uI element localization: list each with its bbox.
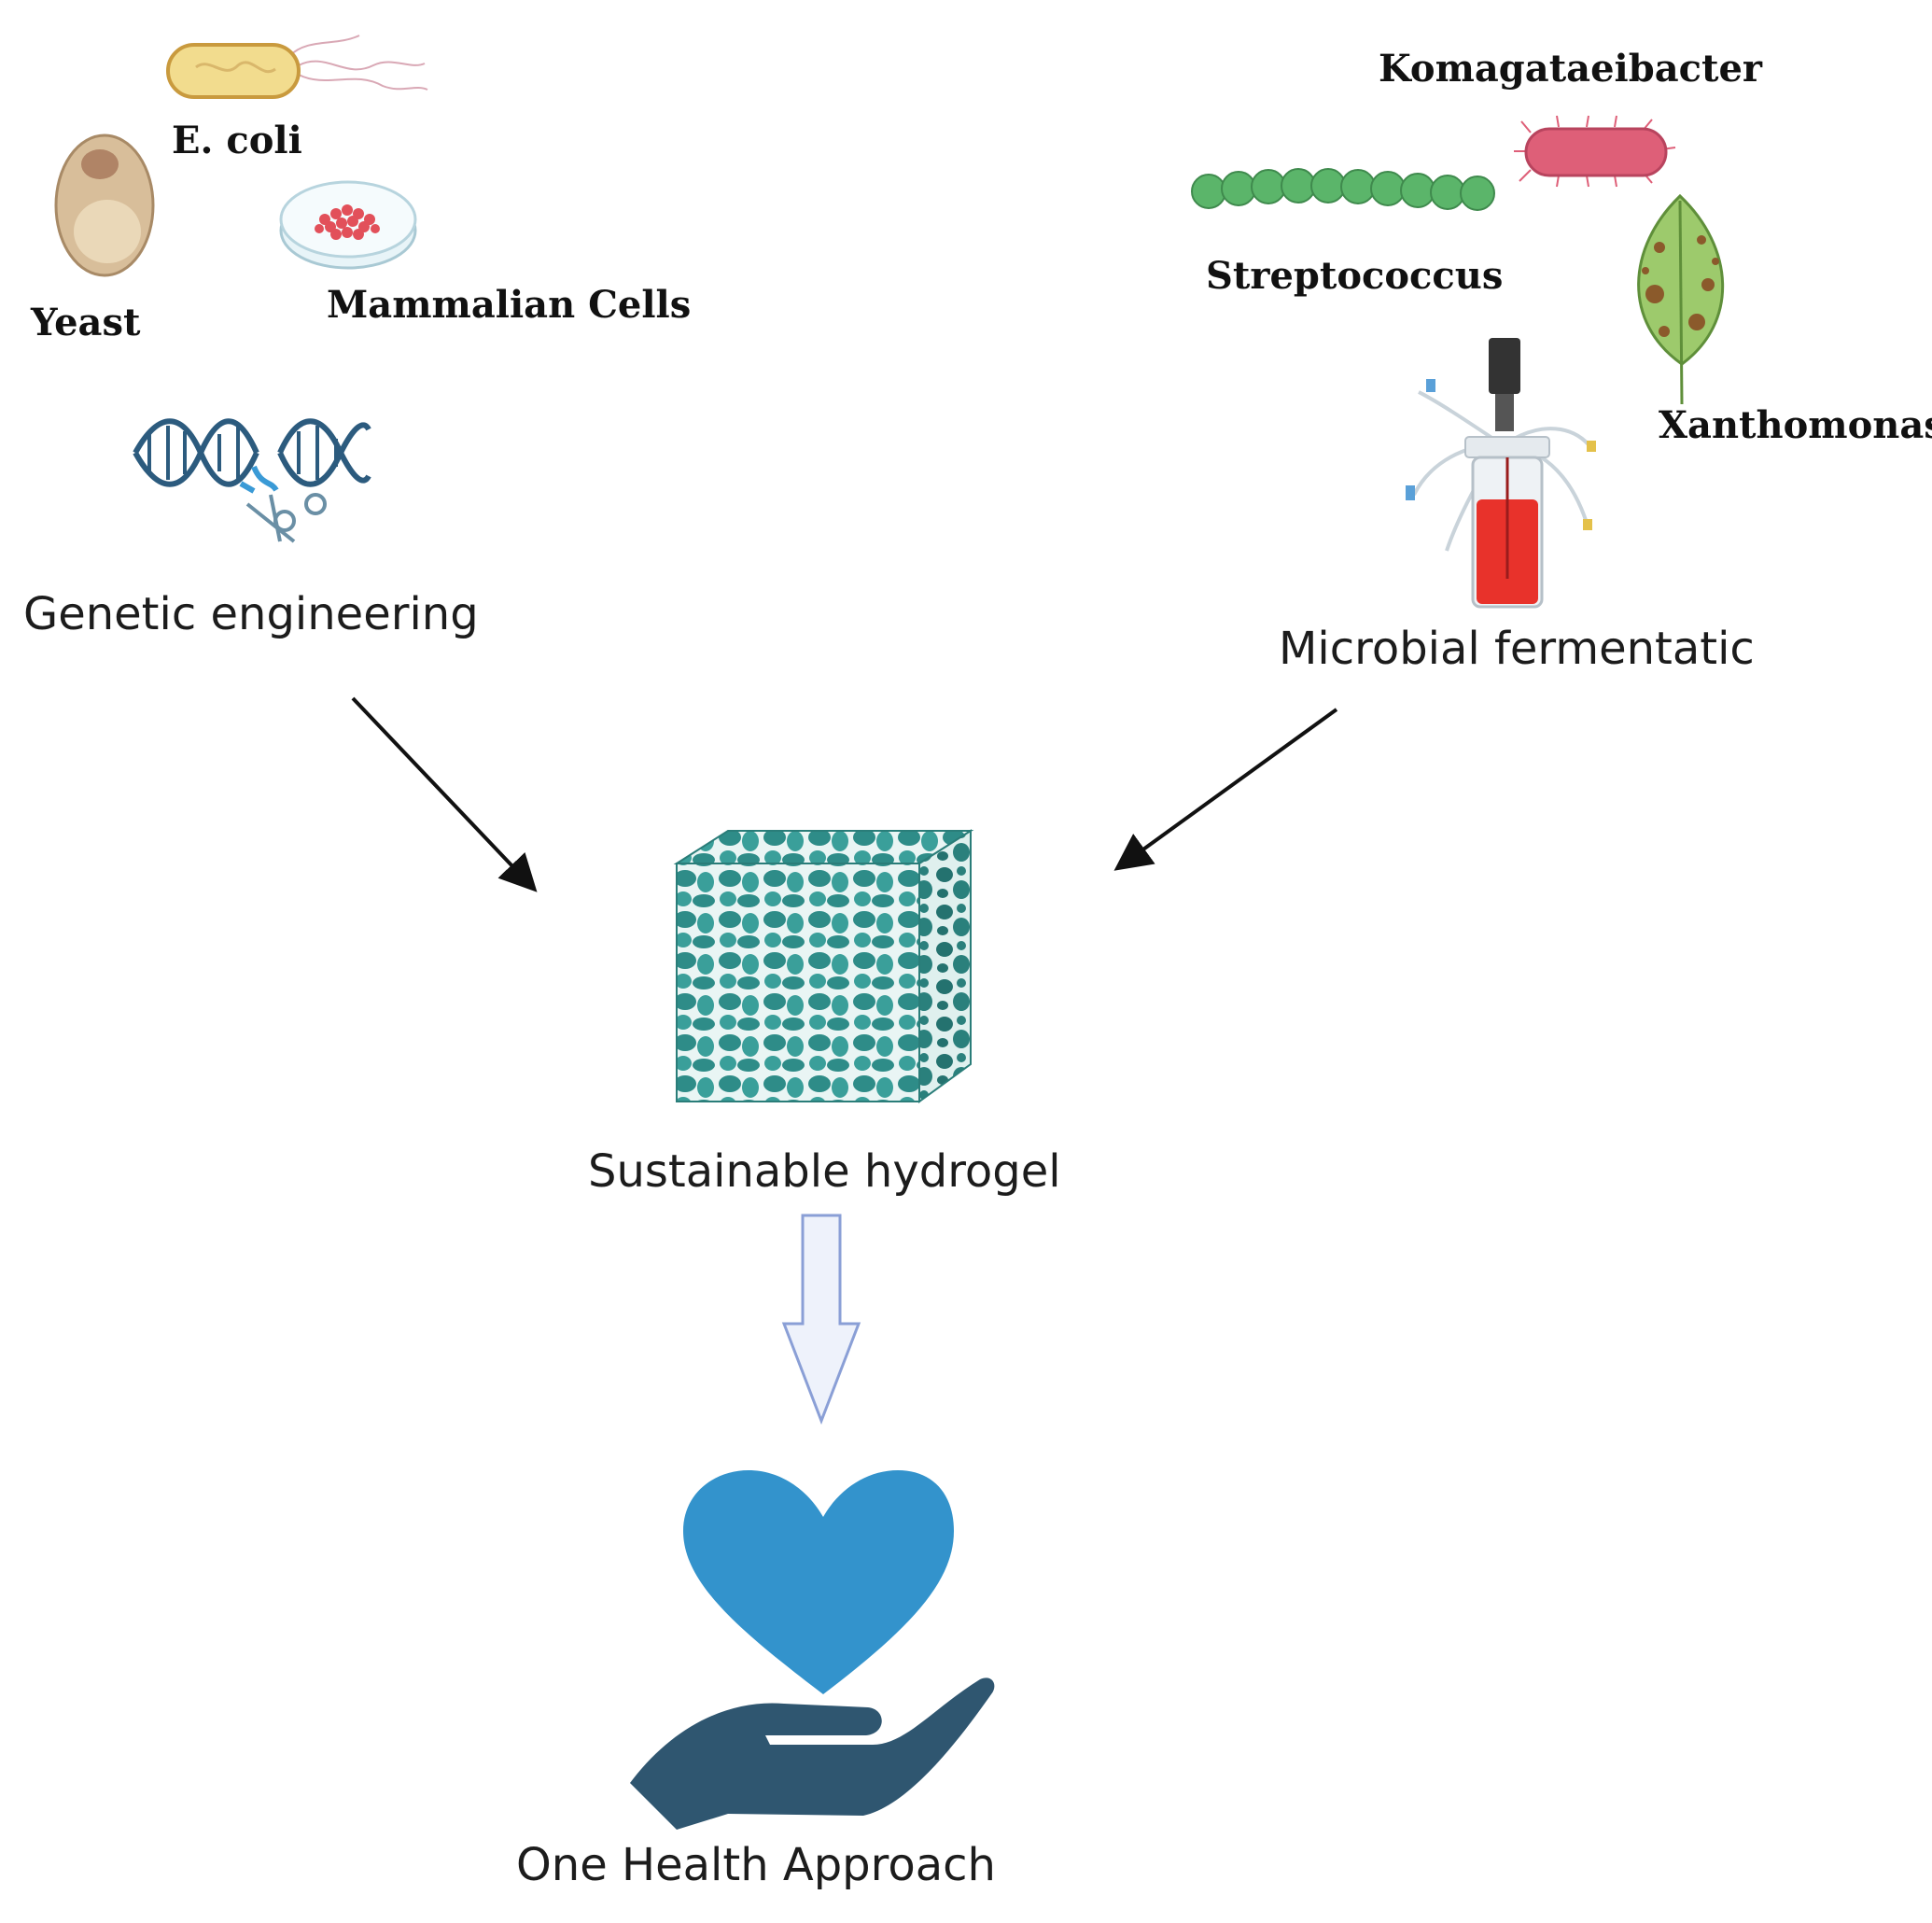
mammalian-cells-label: Mammalian Cells — [327, 283, 692, 327]
sustainable-hydrogel-label: Sustainable hydrogel — [588, 1145, 1061, 1198]
petri-dish-icon — [279, 180, 417, 270]
ecoli-icon — [166, 35, 428, 99]
heart-hand-icon — [630, 1470, 995, 1830]
one-health-approach-label: One Health Approach — [516, 1839, 996, 1891]
hydrogel-cube-icon — [673, 829, 974, 1103]
yeast-icon — [54, 133, 155, 277]
streptococcus-label: Streptococcus — [1206, 254, 1504, 298]
arrow-genetic-to-hydrogel — [351, 696, 538, 892]
komagataeibacter-label: Komagataeibacter — [1379, 47, 1762, 91]
yeast-label: Yeast — [31, 301, 141, 344]
bioreactor-icon — [1406, 338, 1596, 609]
leaf-icon — [1637, 193, 1725, 405]
hand-icon — [630, 1677, 995, 1830]
streptococcus-icon — [1191, 168, 1495, 211]
ecoli-label: E. coli — [172, 119, 302, 162]
xanthomonas-label: Xanthomonas — [1659, 403, 1932, 447]
dna-scissors-icon — [133, 418, 371, 543]
heart-icon — [683, 1470, 954, 1694]
arrow-microbial-to-hydrogel — [1113, 708, 1338, 871]
microbial-fermentation-label: Microbial fermentatic — [1279, 623, 1755, 675]
genetic-engineering-label: Genetic engineering — [23, 588, 479, 640]
komagataeibacter-icon — [1514, 115, 1676, 188]
block-arrow-down — [781, 1214, 861, 1425]
